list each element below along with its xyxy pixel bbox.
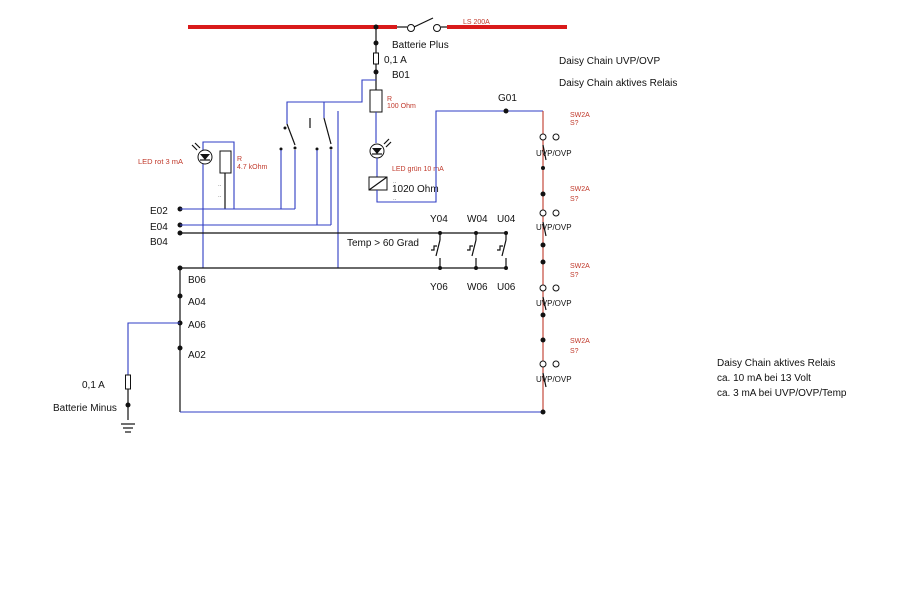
sw2-name-label: SW2A [570,186,590,193]
led-gruen-label: LED grün 10 mA [392,166,444,173]
e04-label: E04 [150,222,168,233]
fuse-top [373,52,379,65]
a04-label: A04 [188,297,206,308]
junction-batterie-plus [373,40,379,46]
r47-value-label: 4.7 kOhm [237,164,268,171]
led-rot-label: LED rot 3 mA [138,157,183,166]
b01-switch-wire [286,79,376,124]
uvp-ovp-switch-4 [539,360,560,388]
led-green-icon [369,138,392,159]
sw2-type-label: UVP/OVP [536,223,572,232]
junction-a04 [177,293,183,299]
resistor-100-ohm [369,89,383,113]
r47-r-label: R [237,156,242,163]
uvp-ovp-switch-1 [539,133,560,197]
sw2-ref-label: S? [570,196,579,203]
junction-g01 [503,108,509,114]
sw1-type-label: UVP/OVP [536,149,572,158]
y04-label: Y04 [430,214,448,225]
sw3-ref-label: S? [570,272,579,279]
junction-batterie-minus [125,402,131,408]
sw3-name-label: SW2A [570,263,590,270]
daisy-relais-label: Daisy Chain aktives Relais [559,78,677,89]
sw3-type-label: UVP/OVP [536,299,572,308]
temp-switch-y-icon [431,231,442,270]
b06-label: B06 [188,275,206,286]
junction-a02 [177,345,183,351]
sw4-name-label: SW2A [570,338,590,345]
a06-minus-wire [127,322,180,375]
ground-icon [121,423,135,433]
temp-switch-u-icon [497,231,508,270]
ls-breaker-switch [397,17,447,32]
junction-b06 [177,265,183,271]
batterie-minus-label: Batterie Minus [53,403,117,414]
note-title: Daisy Chain aktives Relais [717,358,835,369]
w06-label: W06 [467,282,488,293]
y06-label: Y06 [430,282,448,293]
relay-dots: .. [393,179,397,185]
ls-label: LS 200A [463,19,490,26]
batterie-plus-label: Batterie Plus [392,40,449,51]
g01-label: G01 [498,93,517,104]
temp-switch-w-icon [467,231,478,270]
led-red-icon [191,142,213,165]
sw1-name-label: SW2A [570,112,590,119]
led-rot-wire [202,141,235,268]
junction-bus [373,24,379,30]
relay-coil-icon [368,176,388,191]
relay-g01-wire [376,110,543,203]
led-rot-dots: .. [218,182,222,188]
w04-label: W04 [467,214,488,225]
uvp-ovp-switch-3 [539,284,560,343]
note-line-1: ca. 10 mA bei 13 Volt [717,373,811,384]
junction-return [540,409,546,415]
uvp-ovp-switch-2 [539,209,560,265]
fuse-bottom-label: 0,1 A [82,380,105,391]
fuse-top-label: 0,1 A [384,55,407,66]
r100-value-label: 100 Ohm [387,103,416,110]
daisy-uvp-label: Daisy Chain UVP/OVP [559,56,660,67]
u04-label: U04 [497,214,516,225]
e02-label: E02 [150,206,168,217]
b01-label: B01 [392,70,410,81]
sw1-ref-label: S? [570,120,579,127]
led-rot-dots-2: .. [218,193,222,199]
temp-label: Temp > 60 Grad [347,238,419,249]
resistor-4-7-kohm [219,150,232,174]
sw4-ref-label: S? [570,348,579,355]
note-line-2: ca. 3 mA bei UVP/OVP/Temp [717,388,847,399]
relay-dots-2: .. [393,196,397,202]
a06-label: A06 [188,320,206,331]
switch-right-icon [309,117,333,151]
r100-r-label: R [387,96,392,103]
a02-label: A02 [188,350,206,361]
junction-b01 [373,69,379,75]
b04-label: B04 [150,237,168,248]
switch-left-icon [279,123,297,151]
fuse-bottom [125,374,131,390]
u06-label: U06 [497,282,516,293]
sw4-type-label: UVP/OVP [536,375,572,384]
ohm-1020-label: 1020 Ohm [392,184,439,195]
